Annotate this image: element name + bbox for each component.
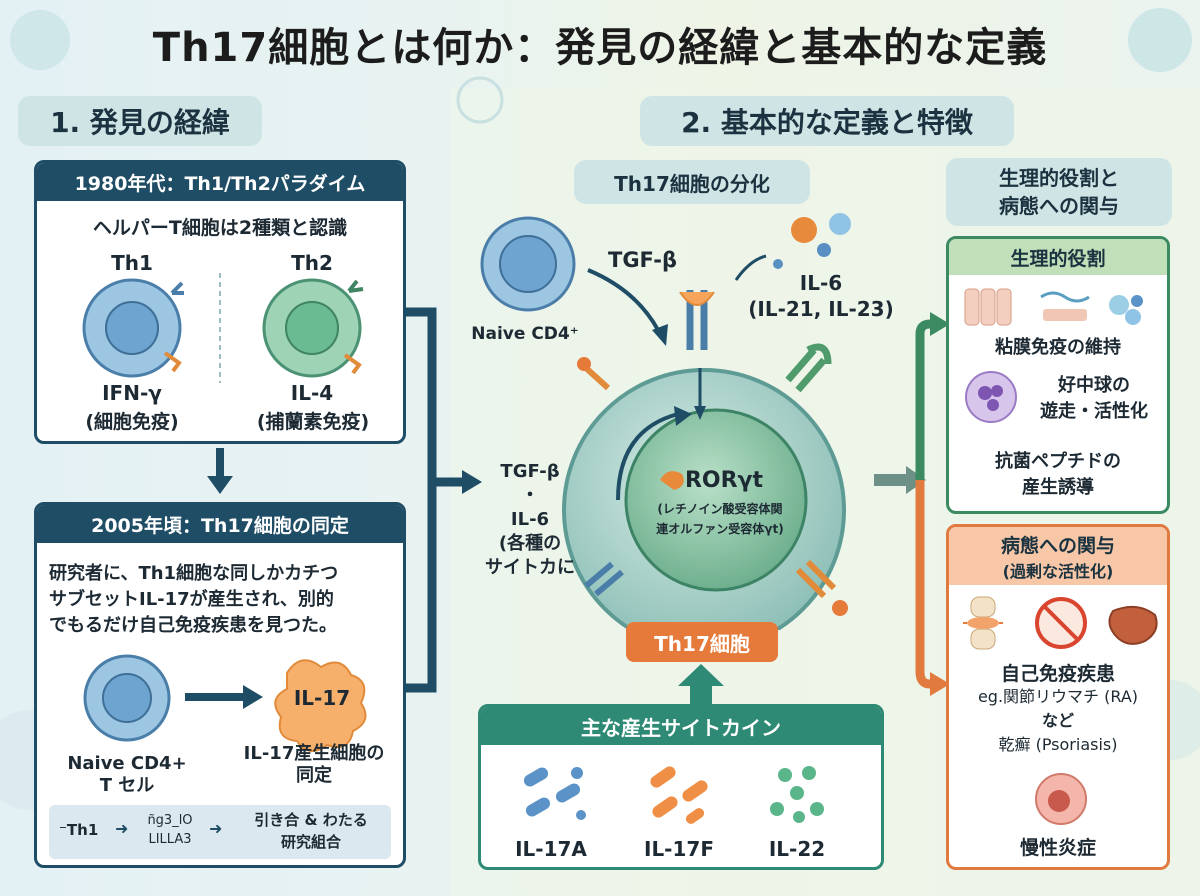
th2-cell-icon	[262, 278, 364, 378]
th1-cell-icon	[82, 278, 184, 378]
roles-heading: 生理的役割と 病態への関与	[946, 158, 1172, 226]
pathological-panel: 病態への関与 (過剰な活性化) 自己免疫疾患 eg.関節リウマチ (RA) など…	[946, 524, 1170, 870]
th1-immunity: (細胞免疫)	[85, 411, 179, 433]
section2-heading: 2. 基本的な定義と特徴	[640, 96, 1014, 146]
il17-cell-icon	[274, 659, 367, 752]
liver-icon	[1108, 605, 1158, 645]
cytokine-il17a: IL-17A	[515, 837, 587, 861]
th1-name: Th1	[111, 251, 153, 275]
cytokines-heading: 主な産生サイトカイン	[481, 707, 881, 745]
disease-icons	[963, 596, 1158, 650]
roryt-sub-2: 連オルファン受容体γt)	[656, 521, 783, 536]
differentiation-heading: Th17細胞の分化	[574, 160, 810, 204]
il6-molecules-icon	[773, 213, 851, 269]
physiological-item-3: 抗菌ペプチドの 産生誘導	[995, 451, 1121, 498]
prohibited-icon	[1035, 597, 1087, 649]
th2-name: Th2	[291, 251, 333, 275]
panel-2005-footer: ⁻Th1 ➜ ñg3_lO LⅠLLA3 ➜ 引き合 & わたる 研究組合	[49, 805, 391, 859]
left-inputs-label: TGF-β ・ IL-6 (各種の サイトカに	[485, 461, 575, 578]
th-cells-illustration	[82, 273, 364, 383]
inflammation-cell-icon	[1035, 773, 1087, 825]
panel-1980-header: 1980年代：Th1/Th2パラダイム	[37, 163, 403, 201]
connector-bracket	[406, 307, 482, 693]
panel-2005: 2005年頃：Th17細胞の同定 研究者に、Th1細胞な同しかカチつ サブセット…	[34, 502, 406, 868]
section1-heading: 1. 発見の経緯	[18, 96, 262, 146]
roryt-label: RORγt	[685, 468, 764, 493]
physiological-item-1: 粘膜免疫の維持	[995, 337, 1121, 358]
panel-1980: 1980年代：Th1/Th2パラダイム ヘルパーT細胞は2種類と認識 Th1 T…	[34, 160, 406, 444]
th2-immunity: (捕蘭素免疫)	[256, 411, 370, 433]
panel-2005-header: 2005年頃：Th17細胞の同定	[37, 505, 403, 543]
th2-cytokine: IL-4	[290, 381, 334, 405]
autoimmune-label: 自己免疫疾患	[1000, 663, 1115, 685]
il17-cell-label: IL-17	[294, 686, 350, 710]
footer-arrow-1-icon: ➜	[115, 819, 129, 838]
th1-cytokine: IFN-γ	[102, 381, 162, 405]
naive-t-cell-icon	[83, 654, 171, 742]
receptor-bottom-left-icon	[584, 561, 624, 597]
panel-1980-subtitle: ヘルパーT細胞は2種類と認識	[92, 217, 348, 239]
physiological-item-2: 好中球の 遊走・活性化	[1040, 375, 1148, 422]
il17-caption: IL-17産生細胞の 同定	[243, 743, 385, 786]
naive-cd4-cell-icon	[480, 216, 576, 312]
tgf-beta-top-label: TGF-β	[608, 248, 678, 272]
panel-2005-body: 研究者に、Th1細胞な同しかカチつ サブセットIL-17が産生され、別的 でもる…	[49, 563, 339, 636]
cytokine-il22: IL-22	[768, 837, 826, 861]
physiological-header: 生理的役割	[949, 239, 1167, 275]
page-title: Th17細胞とは何か：発見の経緯と基本的な定義	[152, 25, 1048, 71]
physiological-panel: 生理的役割 粘膜免疫の維持 好中球の 遊走・活性化 抗菌ペプチドの 産生誘導	[946, 236, 1170, 514]
receptor-left-icon	[577, 357, 611, 391]
receptor-right-icon	[785, 343, 832, 393]
th17-label: Th17細胞	[626, 622, 778, 662]
cytokine-molecules-icon	[523, 766, 824, 824]
neutrophil-icon	[965, 371, 1017, 423]
th17-large-cell-icon	[562, 368, 846, 630]
disease-examples: eg.関節リウマチ (RA) など 乾癬 (Psoriasis)	[977, 687, 1139, 754]
cytokines-panel: 主な産生サイトカイン IL-17A IL-17F IL-22	[478, 704, 884, 870]
mucosa-icon	[964, 288, 1143, 326]
roles-connector	[874, 312, 950, 696]
up-arrow-icon	[678, 664, 724, 704]
roryt-sub-1: (レチノイン酸受容体関	[657, 501, 782, 516]
cytokine-il17f: IL-17F	[644, 837, 714, 861]
chronic-inflammation-label: 慢性炎症	[1019, 837, 1096, 859]
il6-label-block: IL-6 (IL-21, IL-23)	[748, 271, 894, 321]
roryt-icon	[660, 471, 684, 490]
footer-arrow-2-icon: ➜	[209, 819, 223, 838]
differentiation-diagram: RORγt (レチノイン酸受容体関 連オルファン受容体γt)	[480, 213, 851, 630]
naive-cd4-label: Naive CD4⁺	[471, 324, 579, 344]
footer-item-3: 引き合 & わたる 研究組合	[254, 811, 368, 851]
receptor-bottom-right-icon	[795, 559, 848, 616]
naive-to-il17-illustration: IL-17	[83, 654, 367, 752]
footer-item-1: ⁻Th1	[59, 821, 99, 839]
pathological-header: 病態への関与 (過剰な活性化)	[949, 527, 1167, 585]
arrow-right-icon	[185, 685, 263, 709]
footer-item-2: ñg3_lO LⅠLLA3	[147, 813, 193, 847]
tgf-beta-receptor-icon	[679, 290, 715, 350]
joint-icon	[963, 596, 1003, 650]
naive-t-cell-label: Naive CD4+ T セル	[67, 753, 187, 796]
down-arrow-icon	[207, 448, 233, 494]
